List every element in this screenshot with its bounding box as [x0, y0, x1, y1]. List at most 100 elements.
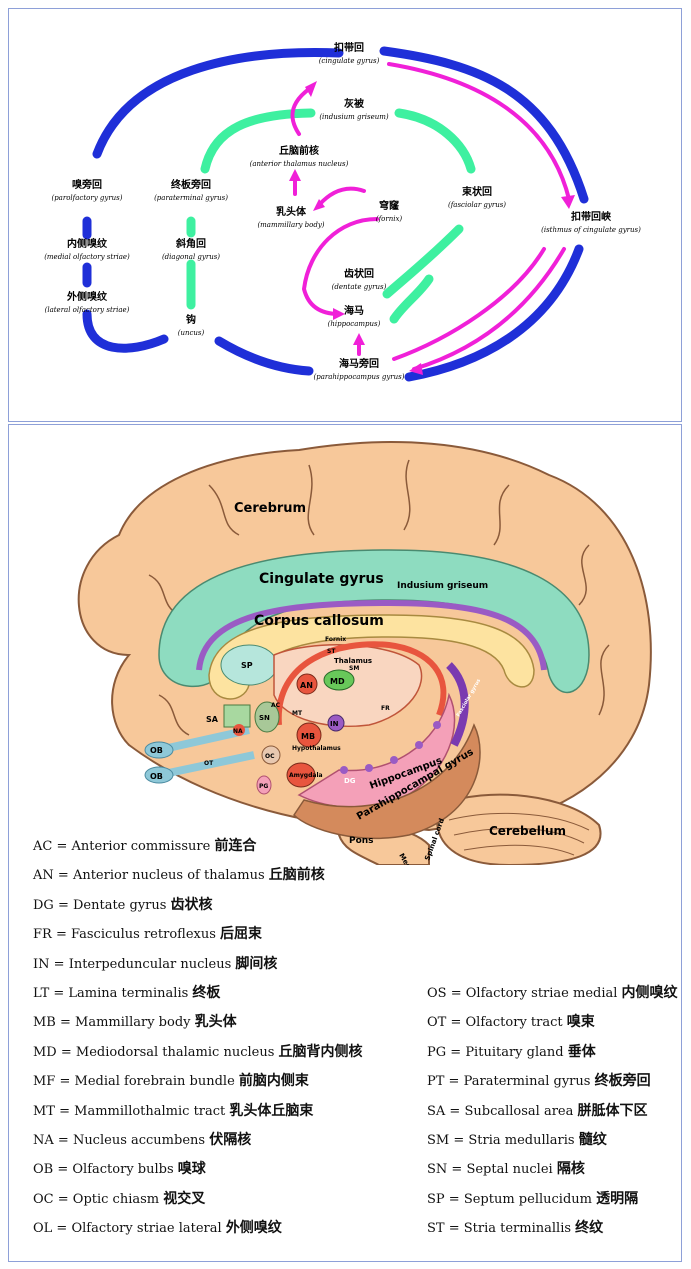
legend-english: Mammillary body — [75, 1015, 191, 1031]
legend-abbr: AN — [33, 868, 54, 884]
olfactory-bulb-1 — [144, 741, 174, 759]
legend-abbr: SP — [427, 1191, 445, 1207]
legend-abbr: OB — [33, 1162, 54, 1178]
legend-english: Interpeduncular nucleus — [68, 956, 232, 972]
legend-english: Mediodorsal thalamic nucleus — [75, 1044, 275, 1060]
legend-english: Septum pellucidum — [463, 1191, 592, 1207]
legend-english: Optic chiasm — [72, 1191, 160, 1207]
legend-abbr: AC — [33, 839, 53, 854]
circuit-diagram: 扣带回 (cingulate gyrus) 灰被 (indusium grise… — [44, 41, 641, 382]
cerebellum-folia — [448, 812, 590, 856]
legend-chinese: 丘脑前核 — [268, 867, 325, 884]
circuit-diagram-panel: 扣带回 (cingulate gyrus) 灰被 (indusium grise… — [8, 8, 682, 422]
label-st: ST — [327, 648, 336, 655]
label-sm: SM — [349, 665, 359, 672]
legend-chinese: 外侧嗅纹 — [225, 1220, 282, 1237]
label-fasciolar-zh: 束状回 — [462, 185, 492, 198]
olfactory-tract-1 — [158, 726, 250, 754]
legend-item-st: ST = Stria terminallis 终纹 — [427, 1220, 604, 1237]
legend-item-md: MD = Mediodorsal thalamic nucleus 丘脑背内侧核 — [33, 1043, 363, 1060]
legend-chinese: 前连合 — [214, 838, 257, 854]
legend-english: Olfactory bulbs — [72, 1162, 174, 1178]
magenta-pathway — [290, 62, 571, 371]
green-to-dentate — [382, 224, 464, 299]
arrowheads — [289, 81, 575, 375]
sulcus-8 — [158, 694, 190, 736]
legend-chinese: 齿状核 — [170, 896, 213, 913]
legend-english: Olfactory tract — [465, 1015, 563, 1031]
label-anterior-thalamus-en: (anterior thalamus nucleus) — [250, 160, 349, 168]
legend-item-mb: MB = Mammillary body 乳头体 — [33, 1014, 237, 1031]
legend-english: Dentate gyrus — [72, 897, 167, 913]
label-ot: OT — [204, 760, 214, 767]
label-sa: SA — [206, 715, 219, 724]
label-parolfactory-zh: 嗅旁回 — [72, 178, 102, 191]
olfactory-bulb-2 — [144, 766, 174, 784]
blue-arc-bottom-right — [404, 244, 584, 382]
fasciolar-strip — [446, 662, 469, 747]
legend-english: Fasciculus retroflexus — [70, 927, 216, 943]
dg-bead-5 — [433, 721, 441, 729]
label-uncus-zh: 钩 — [186, 313, 196, 326]
dg-bead-3 — [390, 756, 398, 764]
legend-chinese: 隔核 — [556, 1161, 585, 1178]
legend-abbr: ST — [427, 1221, 445, 1237]
arrowhead-isthmus — [561, 195, 575, 209]
label-hypothalamus: Hypothalamus — [292, 745, 341, 752]
legend-english: Olfactory striae medial — [465, 986, 618, 1001]
pg-region — [256, 775, 272, 795]
node-labels: 扣带回 (cingulate gyrus) 灰被 (indusium grise… — [44, 41, 641, 381]
sulcus-1 — [208, 484, 240, 536]
label-in: IN — [330, 720, 339, 728]
legend-item-sm: SM = Stria medullaris 髓纹 — [427, 1132, 607, 1148]
legend-abbr: OC — [33, 1191, 54, 1207]
legend-item-fr: FR = Fasciculus retroflexus 后屈束 — [33, 926, 263, 943]
legend-abbr: OS — [427, 986, 447, 1001]
label-fornix: Fornix — [325, 636, 346, 643]
label-thalamus: Thalamus — [334, 657, 372, 665]
legend-item-sn: SN = Septal nuclei 隔核 — [427, 1161, 585, 1178]
legend-chinese: 胼胝体下区 — [577, 1102, 648, 1119]
label-isthmus-en: (isthmus of cingulate gyrus) — [541, 226, 641, 234]
label-hippocampus-en: (hippocampus) — [328, 320, 381, 328]
magenta-to-cingulate — [290, 87, 311, 136]
legend-abbr: LT — [33, 986, 50, 1001]
sa-region — [223, 704, 251, 728]
legend-english: Paraterminal gyrus — [463, 1074, 591, 1090]
legend-item-ac: AC = Anterior commissure 前连合 — [33, 838, 257, 854]
oc-region — [261, 745, 281, 765]
label-anterior-thalamus-zh: 丘脑前核 — [279, 144, 319, 157]
label-indusium: Indusium griseum — [397, 581, 488, 591]
label-oc: OC — [265, 753, 275, 760]
label-mammillary-zh: 乳头体 — [276, 205, 307, 218]
amygdala-shape — [286, 762, 316, 788]
label-uncus-en: (uncus) — [178, 329, 205, 337]
magenta-isthmus-parahippo — [412, 247, 566, 371]
sulcus-2 — [307, 464, 315, 536]
legend-english: Anterior commissure — [71, 839, 211, 854]
label-ob-2: OB — [150, 772, 163, 781]
magenta-return — [392, 247, 546, 361]
legend-chinese: 脚间核 — [235, 955, 278, 972]
label-na: NA — [233, 728, 243, 735]
legend-item-pg: PG = Pituitary gland 垂体 — [427, 1043, 596, 1060]
sulcus-5 — [578, 544, 590, 606]
green-arc-right — [394, 108, 476, 174]
arrowhead-at — [289, 169, 301, 181]
label-fornix-zh: 穹窿 — [379, 199, 400, 212]
legend-chinese: 伏隔核 — [209, 1132, 252, 1148]
green-to-hippo — [389, 274, 434, 324]
legend-item-ob: OB = Olfactory bulbs 嗅球 — [33, 1161, 206, 1178]
legend-chinese: 乳头体 — [194, 1014, 237, 1031]
legend-chinese: 乳头体丘脑束 — [229, 1102, 314, 1119]
legend-item-lt: LT = Lamina terminalis 终板 — [33, 985, 221, 1001]
label-fasciolar-en: (fasciolar gyrus) — [448, 201, 506, 209]
legend-abbr: OT — [427, 1015, 447, 1031]
legend-abbr: OL — [33, 1221, 53, 1237]
label-medial-olf-en: (medial olfactory striae) — [44, 253, 130, 261]
folia-3 — [463, 844, 575, 856]
sn-region — [254, 701, 280, 733]
label-diagonal-en: (diagonal gyrus) — [162, 253, 220, 261]
na-region — [233, 724, 245, 736]
label-sp: SP — [241, 661, 253, 670]
